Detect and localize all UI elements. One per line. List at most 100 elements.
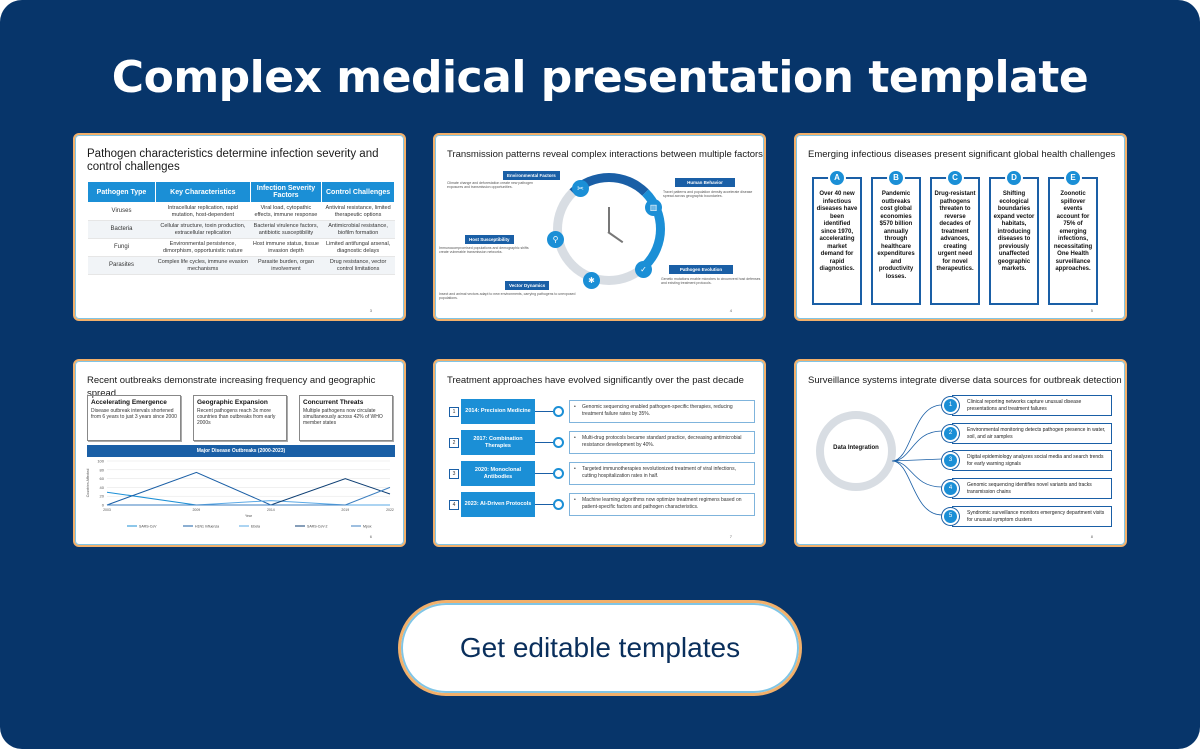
page-number: 6 [369,534,372,539]
y-tick-label: 20 [100,494,105,499]
y-tick-label: 40 [100,485,105,490]
info-box: Geographic Expansion Recent pathogens re… [193,395,287,441]
slide-title: Treatment approaches have evolved signif… [447,375,744,386]
table-header: Key Characteristics [155,181,251,203]
slide-title: Surveillance systems integrate diverse d… [808,375,1122,386]
label-human: Human Behavior [675,178,735,187]
badge: D [1005,169,1023,187]
slide-thumbnail-pathogen[interactable]: Pathogen characteristics determine infec… [73,133,406,321]
challenge-column: Drug-resistant pathogens threaten to rev… [930,177,980,305]
y-tick-label: 60 [100,476,105,481]
series-line [106,471,390,506]
surveillance-item: Clinical reporting networks capture unus… [942,395,1114,416]
data-integration-label: Data Integration [833,445,879,451]
page-title: Complex medical presentation template [111,52,1089,103]
page-number: 3 [369,308,372,313]
badge: A [828,169,846,187]
desc-pathogen: Genetic mutations enable microbes to cir… [661,277,761,285]
data-integration-circle [816,411,896,491]
clock-hand [608,207,610,233]
legend-entry: H1N1 Influenza [195,525,219,529]
legend-entry: Mpox [363,525,372,529]
challenge-column: Shifting ecological boundaries expand ve… [989,177,1039,305]
x-tick-label: 2014 [267,508,275,512]
x-axis-label: Year [245,514,253,518]
check-icon: ✓ [635,261,652,278]
timeline-row: 4 2023: AI-Driven Protocols Machine lear… [445,492,757,517]
y-tick-label: 0 [102,503,105,508]
label-host: Host Susceptibility [465,235,514,244]
series-line [107,478,391,506]
page-number: 4 [729,308,732,313]
label-environmental: Environmental Factors [503,171,560,180]
cycle-ring [553,173,665,285]
desc-host: Immunocompromised populations and demogr… [439,246,529,254]
slide-thumbnail-treatment[interactable]: Treatment approaches have evolved signif… [433,359,766,547]
building-icon: ▥ [645,199,662,216]
table-header: Pathogen Type [87,181,156,203]
timeline-dot [553,468,564,479]
surveillance-item: Syndromic surveillance monitors emergenc… [942,506,1114,527]
timeline-row: 3 2020: Monoclonal Antibodies Targeted i… [445,461,757,486]
slide-title: Transmission patterns reveal complex int… [447,149,763,160]
slide-thumbnail-emerging[interactable]: Emerging infectious diseases present sig… [794,133,1127,321]
x-tick-label: 2022 [386,508,394,512]
table-row: Fungi Environmental persistence, dimorph… [87,238,395,257]
slide-thumbnail-surveillance[interactable]: Surveillance systems integrate diverse d… [794,359,1127,547]
timeline-dot [553,437,564,448]
badge: B [887,169,905,187]
page-number: 5 [1090,308,1093,313]
timeline-dot [553,406,564,417]
table-header: Control Challenges [321,181,395,203]
badge: C [946,169,964,187]
slide-title: Emerging infectious diseases present sig… [808,149,1116,160]
y-tick-label: 100 [97,459,104,464]
legend-entry: SARS-CoV [139,525,157,529]
connector-lines [892,404,943,516]
slide-thumbnail-transmission[interactable]: Transmission patterns reveal complex int… [433,133,766,321]
timeline-row: 1 2014: Precision Medicine Genomic seque… [445,399,757,424]
label-pathogen: Pathogen Evolution [669,265,733,274]
badge: E [1064,169,1082,187]
dna-icon: ✂ [572,180,589,197]
x-tick-label: 2003 [103,508,111,512]
y-tick-label: 80 [100,467,105,472]
challenge-columns: Over 40 new infectious diseases have bee… [806,169,1118,309]
legend-entry: SARS-CoV-2 [307,525,327,529]
get-templates-button[interactable]: Get editable templates [398,600,802,696]
info-box: Concurrent Threats Multiple pathogens no… [299,395,393,441]
x-tick-label: 2009 [192,508,200,512]
page-number: 8 [1090,534,1093,539]
table-header: Infection Severity Factors [249,181,323,203]
surveillance-item: Environmental monitoring detects pathoge… [942,423,1114,444]
legend-entry: Ebola [251,525,260,529]
desc-human: Travel patterns and population density a… [663,190,753,198]
table-row: Parasites Complex life cycles, immune ev… [87,256,395,275]
challenge-column: Pandemic outbreaks cost global economies… [871,177,921,305]
page-number: 7 [729,534,732,539]
surveillance-item: Digital epidemiology analyzes social med… [942,450,1114,471]
series-line [106,491,390,506]
x-tick-label: 2019 [341,508,349,512]
label-vector: Vector Dynamics [505,281,550,290]
table-row: Viruses Intracellular replication, rapid… [87,202,395,221]
slide-title: Recent outbreaks demonstrate increasing … [87,375,376,399]
challenge-column: Over 40 new infectious diseases have bee… [812,177,862,305]
series-line [107,486,391,506]
challenge-column: Zoonotic spillover events account for 75… [1048,177,1098,305]
info-box: Accelerating Emergence Disease outbreak … [87,395,181,441]
chart-title: Major Disease Outbreaks (2000-2023) [87,445,395,457]
y-axis-label: Countries Affected [86,469,90,498]
timeline-row: 2 2017: Combination Therapies Multi-drug… [445,430,757,455]
desc-vector: Insect and animal vectors adapt to new e… [439,292,576,300]
pathogen-table: Pathogen Type Key Characteristics Infect… [87,181,395,275]
slide-thumbnail-outbreaks[interactable]: Recent outbreaks demonstrate increasing … [73,359,406,547]
table-row: Bacteria Cellular structure, toxin produ… [87,220,395,239]
timeline-dot [553,499,564,510]
magnifier-icon: ⚲ [547,231,564,248]
bug-icon: ✱ [583,272,600,289]
slide-title: Pathogen characteristics determine infec… [87,148,379,173]
desc-environmental: Climate change and deforestation create … [447,181,534,189]
